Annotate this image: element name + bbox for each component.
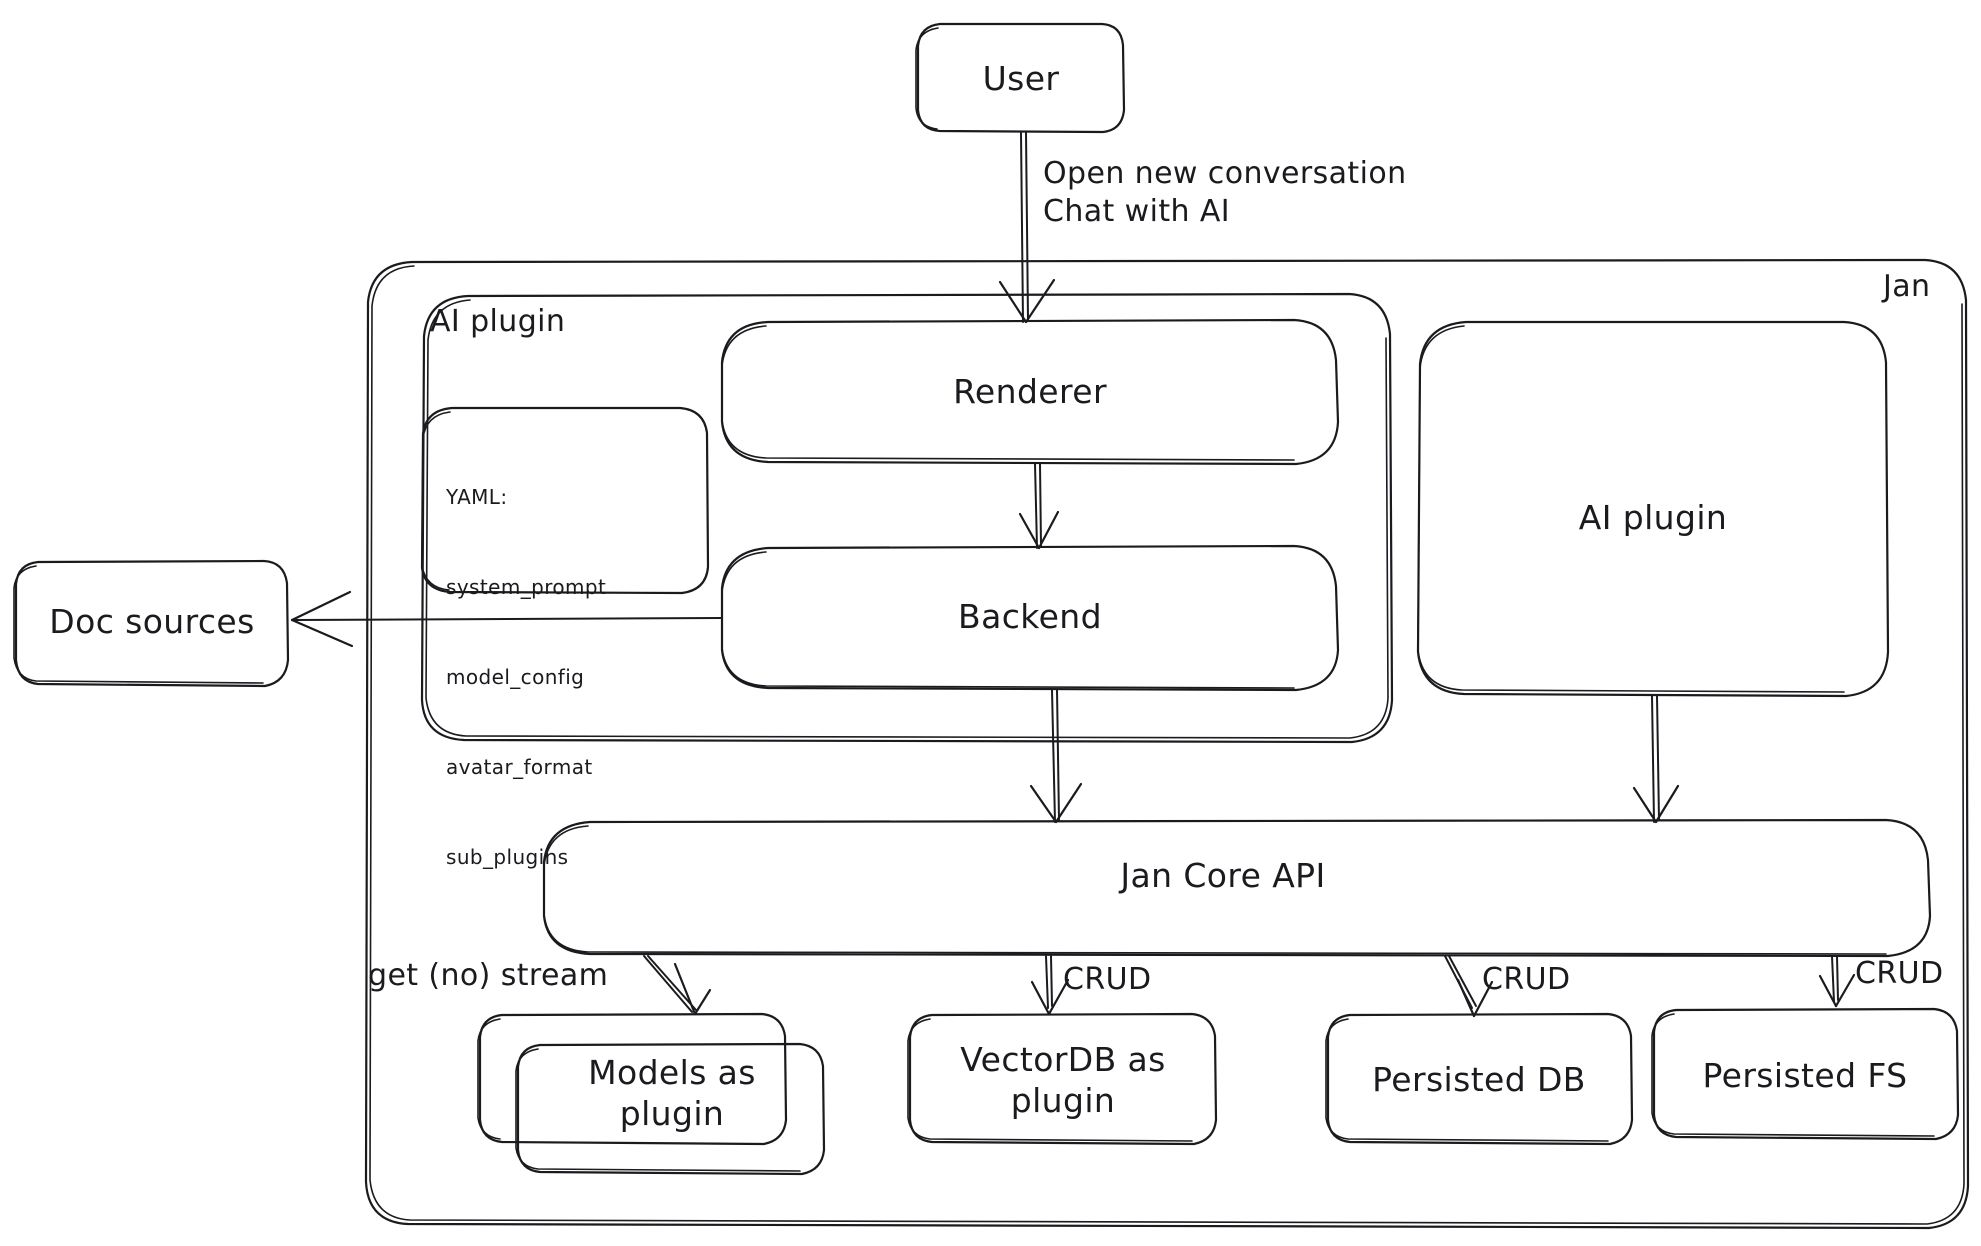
edge-core-api-to-persisted-db: [1444, 955, 1494, 1018]
jan-container: [364, 258, 1970, 1230]
yaml-note-item: avatar_format: [446, 755, 593, 779]
edge-label-core-api-to-vectordb: CRUD: [1063, 962, 1152, 997]
jan-container-label: Jan: [1883, 269, 1931, 304]
yaml-note-item: model_config: [446, 665, 585, 689]
jan-core-api-label: Jan Core API: [1120, 855, 1326, 895]
persisted-db-label: Persisted DB: [1372, 1059, 1586, 1099]
vectordb-as-plugin-box[interactable]: [907, 1012, 1218, 1146]
ai-plugin-right-label: AI plugin: [1578, 497, 1728, 537]
ai-plugin-right-box[interactable]: [1416, 320, 1890, 698]
edge-user-to-renderer: [998, 132, 1056, 324]
yaml-note-header: YAML:: [446, 485, 508, 509]
edge-ai-plugin-to-core-api: [1632, 695, 1680, 824]
edge-label-user-to-renderer: Open new conversation Chat with AI: [1043, 156, 1407, 230]
yaml-note-item: sub_plugins: [446, 845, 569, 869]
edge-backend-to-core-api: [1029, 689, 1083, 824]
edge-backend-to-doc-sources: [290, 590, 723, 648]
jan-core-api-box[interactable]: [542, 818, 1932, 958]
vectordb-as-plugin-label: VectorDB as plugin: [960, 1039, 1166, 1120]
models-as-plugin-box[interactable]: [515, 1042, 826, 1176]
user-label: User: [982, 58, 1060, 98]
persisted-fs-label: Persisted FS: [1702, 1055, 1908, 1095]
models-outer-box[interactable]: [477, 1012, 788, 1146]
backend-box[interactable]: [720, 544, 1340, 692]
edge-core-api-to-persisted-fs: [1818, 955, 1856, 1008]
ai-plugin-group-container: [420, 292, 1394, 744]
ai-plugin-group-label: AI plugin: [430, 304, 566, 339]
edge-renderer-to-backend: [1018, 463, 1060, 550]
models-as-plugin-label: Models as plugin: [588, 1052, 756, 1133]
renderer-box[interactable]: [720, 318, 1340, 466]
doc-sources-label: Doc sources: [49, 601, 255, 641]
edge-core-api-to-models: [643, 955, 712, 1016]
yaml-note-item: system_prompt: [446, 575, 607, 599]
edge-label-core-api-to-persisted-fs: CRUD: [1855, 956, 1944, 991]
backend-label: Backend: [958, 596, 1102, 636]
edge-label-core-api-to-persisted-db: CRUD: [1482, 962, 1571, 997]
user-box[interactable]: [915, 22, 1126, 134]
edge-label-core-api-to-models: get (no) stream: [368, 958, 609, 993]
yaml-note-text: YAML: system_prompt model_config avatar_…: [446, 422, 606, 932]
edge-core-api-to-vectordb: [1030, 955, 1070, 1016]
renderer-label: Renderer: [953, 371, 1107, 411]
persisted-db-box[interactable]: [1325, 1012, 1634, 1146]
yaml-note-box: [420, 406, 710, 595]
doc-sources-box[interactable]: [13, 559, 290, 688]
persisted-fs-box[interactable]: [1651, 1007, 1960, 1141]
